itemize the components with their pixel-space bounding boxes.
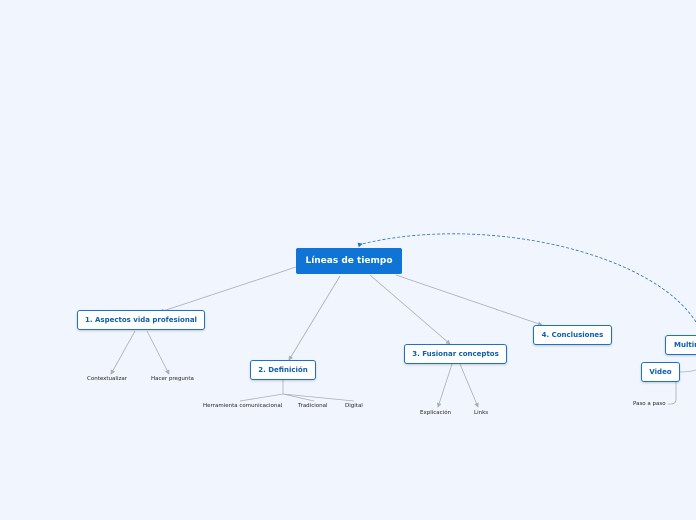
leaf-digital[interactable]: Digital: [345, 403, 363, 409]
connector-root-branch-1: [159, 266, 297, 314]
leaf-links[interactable]: Links: [474, 410, 489, 416]
connector-root-branch-3: [369, 274, 451, 345]
connector-branch-1-child-2: [146, 330, 170, 375]
connector-branch-3-child-2: [459, 363, 479, 408]
leaf-herramienta-comunicacional[interactable]: Herramienta comunicacional: [203, 403, 283, 409]
connector-root-branch-4: [395, 274, 543, 326]
connector-branch-3-child-1: [436, 363, 453, 408]
connector-branch-1-child-1: [110, 330, 136, 375]
branch-topic-3[interactable]: 3. Fusionar conceptos: [404, 344, 507, 364]
connector-branch-2-children: [239, 380, 355, 402]
leaf-explicacion[interactable]: Explicación: [420, 410, 452, 416]
subtopic-video[interactable]: Video: [641, 362, 680, 382]
root-topic[interactable]: Líneas de tiempo: [296, 248, 402, 274]
connector-multimedia-video: [679, 369, 696, 373]
relationship-curve: [357, 233, 696, 323]
branch-topic-multimedia[interactable]: Multimedia: [665, 335, 696, 355]
leaf-contextualizar[interactable]: Contextualizar: [87, 376, 127, 382]
leaf-tradicional[interactable]: Tradicional: [298, 403, 328, 409]
branch-topic-4[interactable]: 4. Conclusiones: [533, 325, 612, 345]
leaf-hacer-pregunta[interactable]: Hacer pregunta: [151, 376, 194, 382]
branch-topic-2[interactable]: 2. Definición: [250, 360, 316, 380]
connector-root-branch-2: [288, 275, 341, 361]
connector-video-paso: [668, 382, 677, 405]
branch-topic-1[interactable]: 1. Aspectos vida profesional: [77, 310, 205, 330]
leaf-paso-a-paso[interactable]: Paso a paso: [633, 401, 666, 407]
